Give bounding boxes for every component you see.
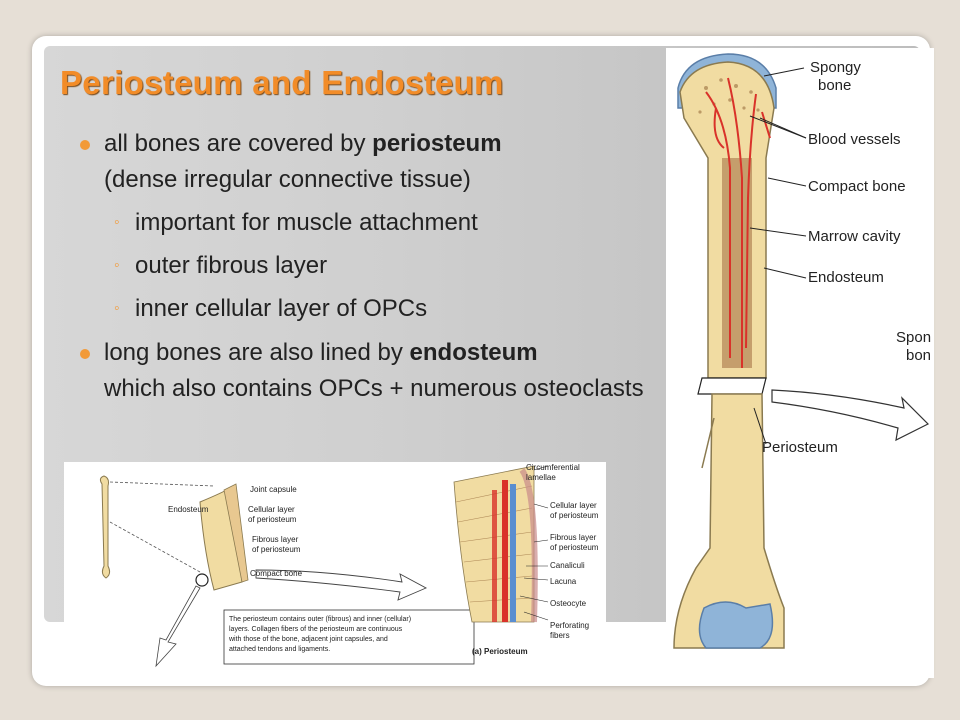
label-marrow-cavity: Marrow cavity (808, 228, 901, 245)
bullet-dot-icon (80, 140, 90, 150)
label-fibrous-r2: of periosteum (550, 543, 599, 552)
leader-lines (749, 67, 807, 445)
long-bone-figure: Spongy bone Blood vessels Compact bone M… (666, 48, 934, 678)
label-fibrous-r1: Fibrous layer (550, 533, 597, 542)
bullet-text-cont: which also contains OPCs + numerous oste… (104, 375, 644, 402)
sub-bullet-ring-icon: ◦ (114, 257, 120, 274)
label-spongy-bone-2: bone (818, 77, 851, 94)
bullet-bold-term: periosteum (372, 130, 502, 157)
cut-section (697, 377, 767, 395)
label-endosteum-small: Endosteum (168, 505, 209, 514)
small-bone-icon (99, 475, 111, 579)
label-cellular-1: Cellular layer (248, 505, 295, 514)
bone-lower (673, 393, 785, 649)
periosteum-flap (701, 417, 715, 469)
label-spongy-bone-1: Spongy (810, 59, 861, 76)
label-cellular-r1: Cellular layer (550, 501, 597, 510)
label-circumferential-2: lamellae (526, 473, 556, 482)
label-compact-bone: Compact bone (808, 178, 906, 195)
periosteum-section-svg: The periosteum contains outer (fibrous) … (99, 463, 599, 668)
sub-bullet-text: outer fibrous layer (135, 252, 328, 279)
sub-bullet-cellular: ◦ inner cellular layer of OPCs (80, 291, 650, 327)
blood-vessels (705, 77, 771, 368)
label-fibrous-1: Fibrous layer (252, 535, 299, 544)
label-canaliculi: Canaliculi (550, 561, 585, 570)
sub-bullet-text: inner cellular layer of OPCs (135, 295, 428, 322)
label-compact-bone-small: Compact bone (250, 569, 303, 578)
caption-line-2: layers. Collagen fibers of the periosteu… (229, 626, 403, 633)
label-fibrous-2: of periosteum (252, 545, 301, 554)
panel-label: (a) Periosteum (472, 647, 528, 656)
label-cellular-r2: of periosteum (550, 511, 599, 520)
caption-box (223, 609, 475, 665)
label-osteocyte: Osteocyte (550, 599, 587, 608)
label-cellular-2: of periosteum (248, 515, 297, 524)
bullet-text: all bones are covered by (104, 130, 373, 157)
sub-bullet-text: important for muscle attachment (135, 209, 478, 236)
distal-cartilage (698, 601, 774, 649)
sub-bullet-muscle: ◦ important for muscle attachment (80, 205, 650, 241)
bullet-periosteum: all bones are covered by periosteum (den… (80, 126, 650, 198)
sub-bullet-ring-icon: ◦ (114, 214, 120, 231)
bullet-endosteum: long bones are also lined by endosteum w… (80, 335, 650, 407)
down-arrow (155, 585, 201, 668)
spongy-texture (698, 78, 760, 114)
label-perforating-2: fibers (550, 631, 570, 640)
sub-bullet-fibrous: ◦ outer fibrous layer (80, 248, 650, 284)
label-circumferential-1: Circumferential (526, 463, 580, 472)
right-arrow (255, 569, 428, 601)
periosteum-layer (223, 483, 249, 583)
zoom-circle (195, 573, 209, 587)
caption-line-3: with those of the bone, adjacent joint c… (228, 636, 388, 643)
slide-title: Periosteum and Endosteum (60, 64, 504, 101)
label-lacuna: Lacuna (550, 577, 577, 586)
detail-leader-lines (519, 465, 549, 621)
sub-bullet-ring-icon: ◦ (114, 300, 120, 317)
caption-line-4: attached tendons and ligaments. (229, 646, 330, 653)
periosteum-section-figure: The periosteum contains outer (fibrous) … (64, 462, 606, 668)
label-joint-capsule: Joint capsule (250, 485, 297, 494)
slide-body: all bones are covered by periosteum (den… (80, 126, 650, 407)
caption-line-1: The periosteum contains outer (fibrous) … (229, 616, 411, 623)
label-periosteum: Periosteum (762, 439, 838, 456)
bullet-text-cont: (dense irregular connective tissue) (104, 166, 471, 193)
label-cut-spongy-1: Spon (896, 329, 931, 346)
label-cut-spongy-2: bon (906, 347, 931, 364)
long-bone-svg: Spongy bone Blood vessels Compact bone M… (673, 53, 931, 649)
periosteum-detail (453, 465, 538, 623)
bullet-dot-icon (80, 349, 90, 359)
zoom-lines (109, 481, 215, 573)
label-blood-vessels: Blood vessels (808, 131, 901, 148)
label-perforating-1: Perforating (550, 621, 589, 630)
bullet-text: long bones are also lined by (104, 339, 410, 366)
label-endosteum: Endosteum (808, 269, 884, 286)
bullet-bold-term: endosteum (409, 339, 538, 366)
cut-arrow (771, 389, 930, 442)
